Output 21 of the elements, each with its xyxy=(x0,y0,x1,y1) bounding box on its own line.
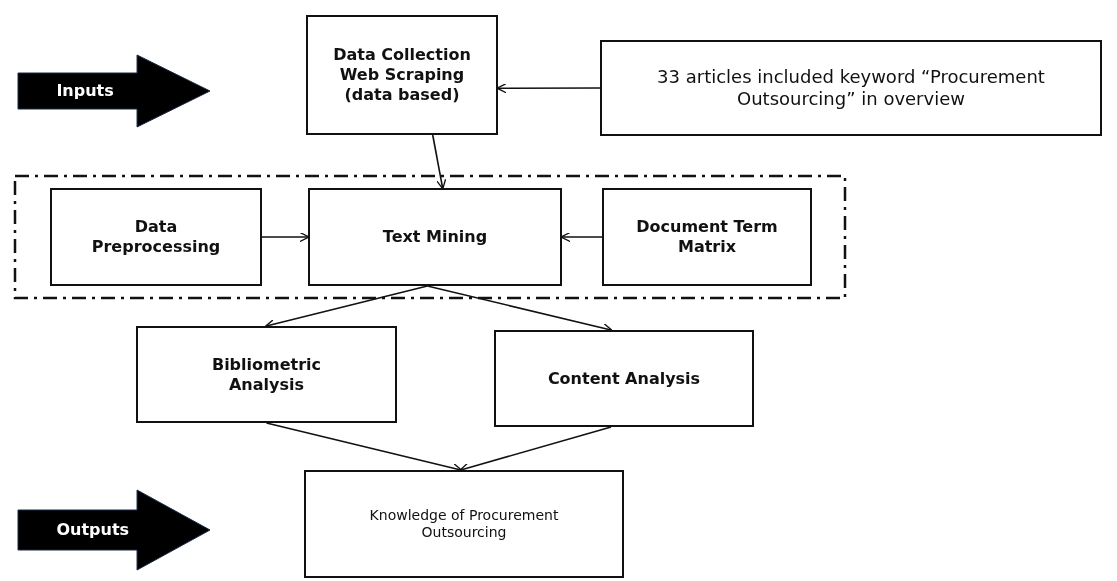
process-box xyxy=(306,15,498,135)
process-box xyxy=(602,188,812,286)
process-box xyxy=(494,330,754,427)
box-label: 33 articles included keyword “Procurement Outsourcing” in overview xyxy=(656,65,1046,111)
process-box xyxy=(50,188,262,286)
box-label: Bibliometric Analysis xyxy=(210,354,323,395)
arrow xyxy=(459,426,612,473)
process-box xyxy=(308,188,562,286)
process-box xyxy=(136,326,397,423)
box-label: Text Mining xyxy=(381,227,489,247)
arrow xyxy=(431,134,447,190)
arrow-label: Inputs xyxy=(55,81,115,101)
box-label: Data Preprocessing xyxy=(90,217,222,257)
box-label: Knowledge of Procurement Outsourcing xyxy=(368,506,560,542)
arrow-label: Outputs xyxy=(55,520,131,540)
box-label: Document Term Matrix xyxy=(635,217,779,257)
box-label: Data Collection Web Scraping (data based) xyxy=(332,45,472,105)
arrow xyxy=(261,231,310,243)
process-box xyxy=(600,40,1102,136)
process-box xyxy=(304,470,624,578)
box-label: Content Analysis xyxy=(546,368,702,389)
